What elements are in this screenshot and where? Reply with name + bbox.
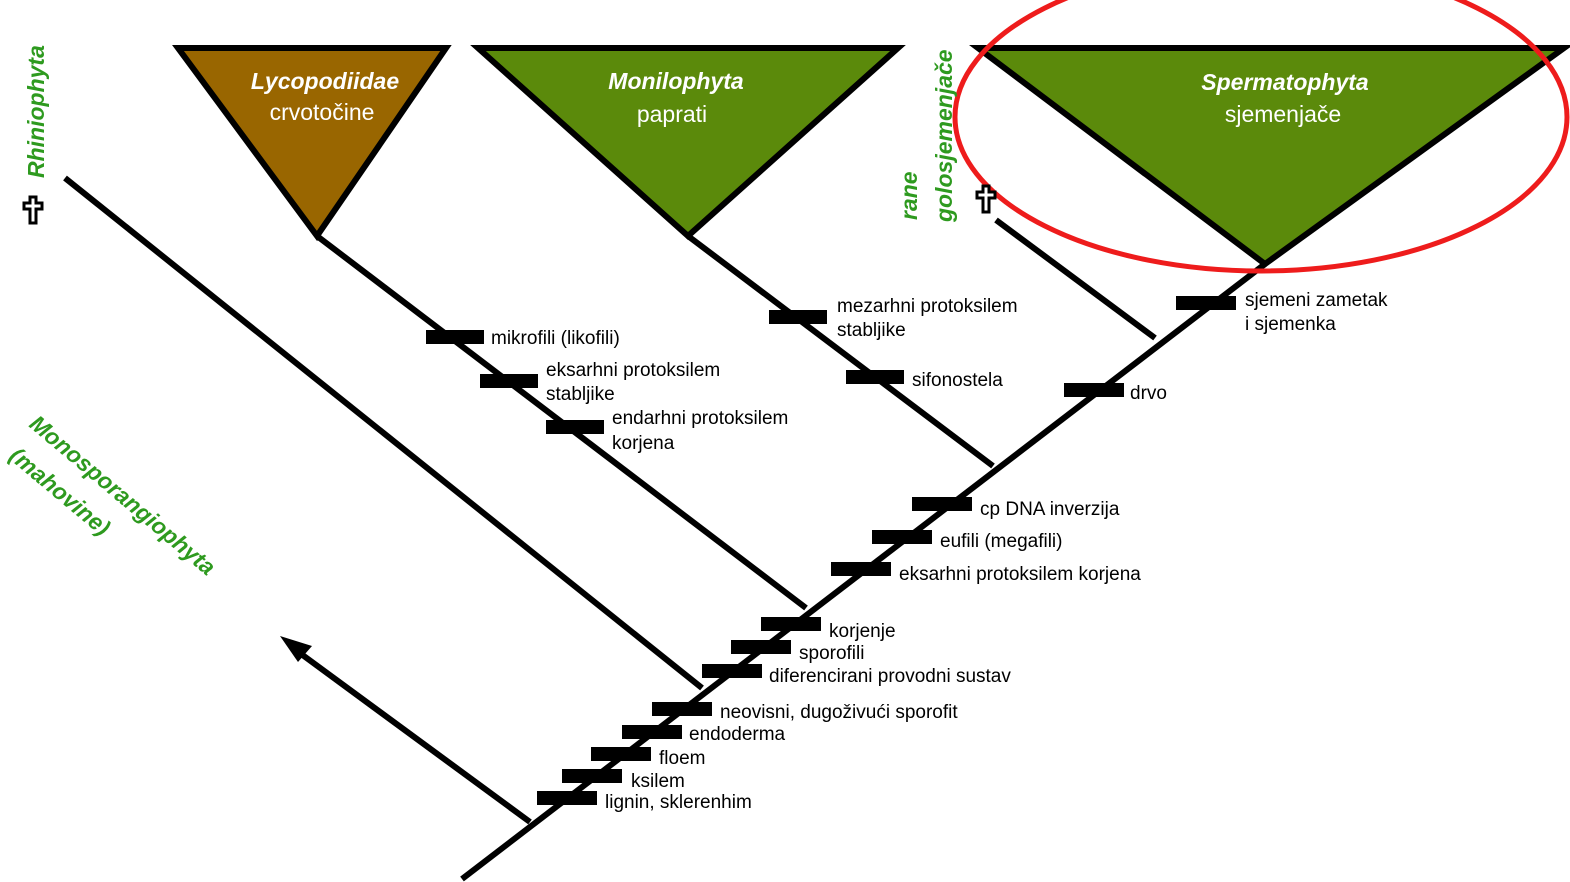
arrow-head-icon [280,636,312,662]
character-bar [769,310,827,324]
character-label: cp DNA inverzija [980,499,1120,520]
rhiniophyta-branch [63,175,704,691]
character-bar [546,420,604,434]
golosjemenjace-label: golosjemenjače [931,49,957,223]
character-label: neovisni, dugoživući sporofit [720,702,958,723]
character-label: ksilem [631,771,685,792]
lycopodiidae-clade: Lycopodiidae crvotočine [172,45,452,242]
character-bar [480,374,538,388]
character-bar [831,562,891,576]
character-bar [702,664,762,678]
cross-icon [22,195,44,225]
monilophyta-name: Monilophyta [608,68,744,94]
character-label: stabljike [837,320,906,341]
character-bar [761,617,821,631]
monosporangiophyta-branch [291,645,532,825]
character-label: drvo [1130,383,1167,404]
lycopodiidae-name: Lycopodiidae [251,68,399,94]
character-label: diferencirani provodni sustav [769,666,1011,687]
character-label: lignin, sklerenhim [605,792,752,813]
character-label: mikrofili (likofili) [491,328,620,349]
character-label: sjemeni zametak [1245,290,1388,311]
spermatophyta-common-name: sjemenjače [1225,101,1341,127]
rhiniophyta-label: Rhiniophyta [23,45,49,178]
character-bar [426,330,484,344]
character-bar [846,370,904,384]
character-label: mezarhni protoksilem [837,296,1018,317]
character-bar [912,497,972,511]
character-bar [872,530,932,544]
character-label: sporofili [799,643,864,664]
character-bar [622,725,682,739]
character-label: endoderma [689,724,786,745]
monilophyta-branch [686,233,995,469]
highlight-ellipse [952,0,1570,274]
character-bar [652,702,712,716]
character-bar [1064,383,1124,397]
character-label: floem [659,748,705,769]
character-label: endarhni protoksilem [612,408,788,429]
character-bar [731,640,791,654]
character-label: eksarhni protoksilem korjena [899,564,1141,585]
character-bar [591,747,651,761]
monilophyta-triangle [470,45,906,241]
spermatophyta-name: Spermatophyta [1201,69,1369,95]
character-bar [1176,296,1236,310]
early-gymnosperm-branch [994,217,1157,341]
monilophyta-common-name: paprati [637,101,707,127]
lycopodiidae-triangle [172,45,452,242]
spermatophyta-triangle [969,45,1570,268]
character-labels: mikrofili (likofili) eksarhni protoksile… [491,290,1388,813]
character-label: stabljike [546,384,615,405]
character-bar [562,769,622,783]
spermatophyta-clade: Spermatophyta sjemenjače [969,45,1570,268]
character-bar [537,791,597,805]
character-label: sifonostela [912,370,1003,391]
character-label: korjenje [829,621,896,642]
rane-label: rane [896,171,922,220]
character-bars [426,296,1236,805]
character-label: i sjemenka [1245,314,1336,335]
character-label: korjena [612,433,675,454]
cross-icon [975,184,997,214]
monilophyta-clade: Monilophyta paprati [470,45,906,241]
character-label: eufili (megafili) [940,531,1062,552]
character-label: eksarhni protoksilem [546,360,720,381]
lycopodiidae-common-name: crvotočine [270,99,375,125]
